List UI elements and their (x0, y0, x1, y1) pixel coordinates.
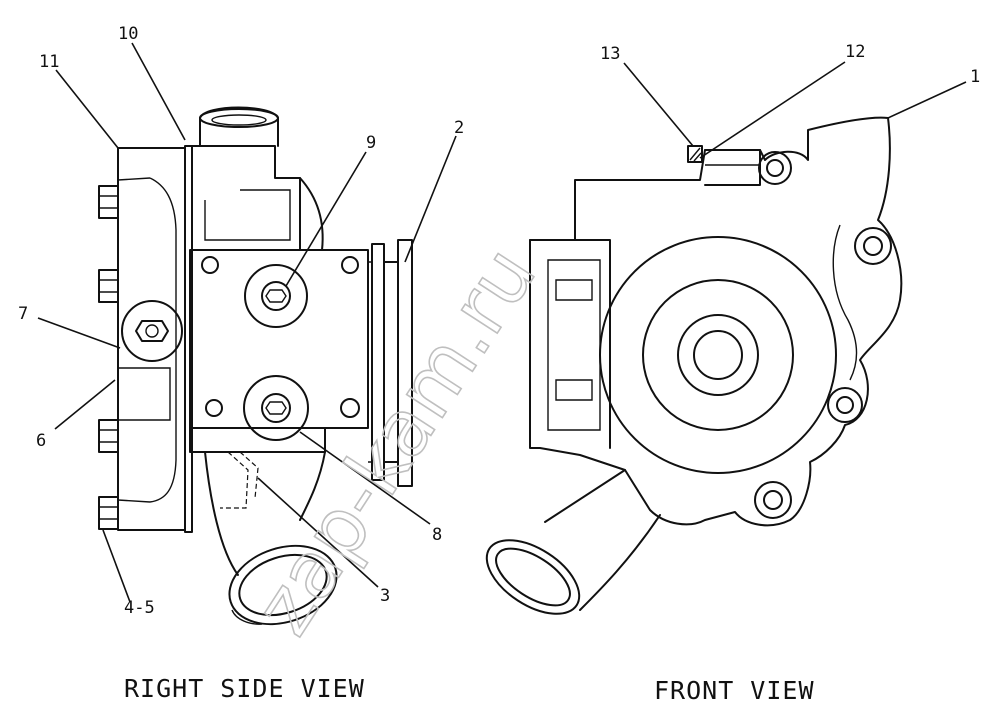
callout-12: 12 (845, 42, 865, 62)
right-side-view-drawing (98, 106, 413, 626)
callout-labels: 1 2 3 4-5 6 7 8 9 10 11 12 13 (18, 24, 980, 618)
callout-7: 7 (18, 304, 28, 324)
callout-13: 13 (600, 44, 620, 64)
callout-9: 9 (366, 133, 376, 153)
callout-8: 8 (432, 525, 442, 545)
caption-front-view: FRONT VIEW (654, 676, 815, 705)
callout-6: 6 (36, 431, 46, 451)
callout-2: 2 (454, 118, 464, 138)
callout-1: 1 (970, 67, 980, 87)
front-view-drawing (485, 116, 903, 615)
caption-right-side-view: RIGHT SIDE VIEW (124, 674, 365, 703)
callout-11: 11 (39, 52, 59, 72)
callout-10: 10 (118, 24, 138, 44)
callout-3: 3 (380, 586, 390, 606)
leader-lines (37, 42, 967, 603)
callout-4-5: 4-5 (124, 598, 155, 618)
flange-bolts (98, 185, 119, 530)
